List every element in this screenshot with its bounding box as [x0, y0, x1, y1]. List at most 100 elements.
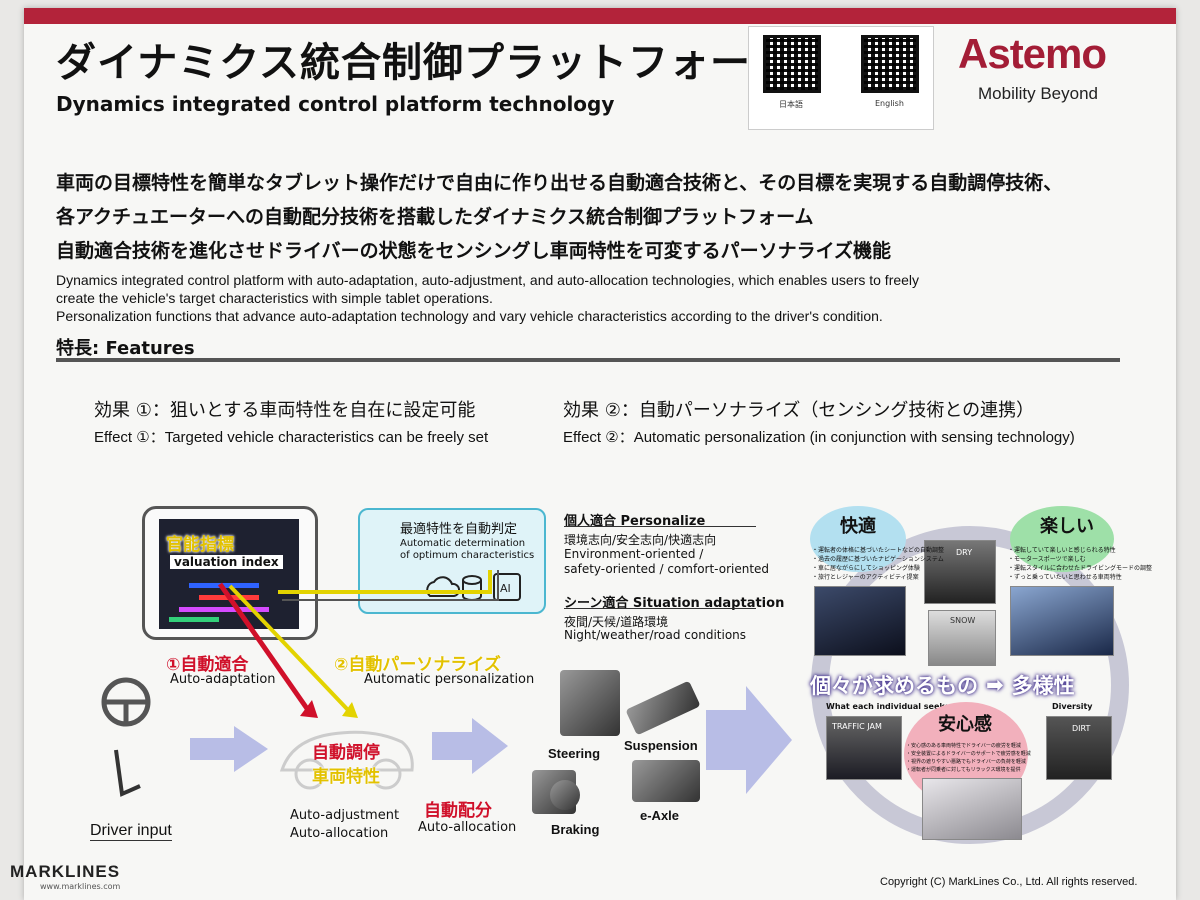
auto-personalization-ja: ②自動パーソナライズ [334, 655, 501, 675]
pedal-icon [114, 749, 141, 797]
effect-1-ja: 効果 ①：狙いとする車両特性を自在に設定可能 [94, 400, 476, 421]
fun-label: 楽しい [1040, 516, 1094, 537]
optimum-ja: 最適特性を自動判定 [400, 522, 518, 537]
auto-allocation-ja: 自動配分 [424, 801, 492, 821]
personalize-line-3: safety-oriented / comfort-oriented [564, 562, 770, 576]
tablet-illustration [142, 506, 318, 640]
baby-photo [922, 778, 1022, 840]
component-braking-label: Braking [551, 822, 600, 837]
tag-snow: SNOW [950, 616, 976, 625]
component-steering-label: Steering [548, 746, 601, 761]
tag-dirt: DIRT [1072, 724, 1091, 733]
fun-note: ・運転スタイルに合わせたドライビングモードの調整 [1008, 565, 1153, 572]
component-eaxle-label: e-Axle [640, 808, 680, 823]
safety-note: ・安心感のある車両特性でドライバーの疲労を軽減 [906, 743, 1021, 749]
personalize-rule [564, 526, 756, 527]
page-title-ja: ダイナミクス統合制御プラットフォーム技術 [56, 40, 873, 86]
optimum-en-1: Automatic determination [400, 538, 526, 549]
marklines-url[interactable]: www.marklines.com [40, 882, 121, 891]
headline-individual-ja: 個々が求めるもの [810, 674, 978, 698]
driver-input-label: Driver input [90, 822, 172, 841]
flow-lines [217, 570, 499, 718]
personalize-heading: 個人適合 Personalize [564, 514, 706, 529]
brand-logo: Astemo [958, 30, 1107, 77]
headline-diversity-ja: 多様性 [1011, 674, 1075, 698]
safety-note: ・安全装置によるドライバーのサポートで疲労感を軽減 [906, 751, 1031, 757]
auto-adaptation-ja: ①自動適合 [166, 650, 249, 675]
sports-car-photo [1010, 586, 1114, 656]
description-ja-line-1: 車両の目標特性を簡単なタブレット操作だけで自由に作り出せる自動適合技術と、その目… [56, 172, 1063, 194]
tag-dry: DRY [956, 548, 973, 557]
comfort-notes: ・運転者の体格に基づいたシートなどの自動調整 ・過去の履歴に基づいたナビゲーショ… [812, 546, 944, 582]
comfort-circle: 快適 [810, 506, 906, 572]
svg-text:AI: AI [500, 582, 511, 595]
brake-disc-image [550, 780, 580, 810]
fun-notes: ・運転していて楽しいと感じられる特性 ・モータースポーツで楽しむ ・運転スタイル… [1008, 546, 1152, 582]
situation-line-2: Night/weather/road conditions [564, 628, 747, 642]
fun-note: ・ずっと乗っていたいと思わせる車両特性 [1008, 574, 1122, 581]
effect-2-ja: 効果 ②：自動パーソナライズ（センシング技術との連携） [563, 400, 1035, 421]
auto-allocation-en-1: Auto-allocation [290, 826, 389, 841]
description-en-line-3: Personalization functions that advance a… [56, 308, 883, 324]
features-divider [56, 358, 1120, 362]
description-ja-line-3: 自動適合技術を進化させドライバーの状態をセンシングし車両特性を可変するパーソナラ… [56, 240, 892, 262]
safety-notes: ・安心感のある車両特性でドライバーの疲労を軽減 ・安全装置によるドライバーのサポ… [906, 742, 1031, 774]
steering-component-image [560, 670, 620, 736]
effect-1-en: Effect ①：Targeted vehicle characteristic… [94, 429, 489, 446]
description-ja-line-2: 各アクチュエーターへの自動配分技術を搭載したダイナミクス統合制御プラットフォーム [56, 206, 814, 228]
qr-code-english-icon[interactable] [861, 35, 919, 93]
personalize-line-2: Environment-oriented / [564, 547, 704, 561]
page-title-en: Dynamics integrated control platform tec… [56, 92, 615, 116]
situation-rule [564, 608, 756, 609]
auto-personalization-en: Automatic personalization [364, 672, 535, 687]
situation-line-1: 夜間/天候/道路環境 [564, 615, 669, 629]
situation-heading: シーン適合 Situation adaptation [564, 596, 785, 611]
traffic-jam-photo [826, 716, 902, 780]
comfort-photo [814, 586, 906, 656]
auto-adjustment-ja: 自動調停 [312, 743, 380, 763]
brand-tagline: Mobility Beyond [978, 84, 1099, 103]
copyright-text: Copyright (C) MarkLines Co., Ltd. All ri… [880, 876, 1138, 888]
auto-allocation-en-2: Auto-allocation [418, 820, 517, 835]
arrow-right-icon [432, 718, 508, 774]
qr-label-japanese: 日本語 [779, 100, 803, 109]
safety-label: 安心感 [938, 714, 992, 735]
arrow-right-icon [706, 686, 792, 794]
comfort-note: ・運転者の体格に基づいたシートなどの自動調整 [812, 547, 945, 554]
comfort-note: ・旅行とレジャーのアクティビティ提案 [812, 574, 919, 581]
diversity-en-label: Diversity [1052, 702, 1093, 711]
steering-wheel-icon [101, 677, 151, 727]
qr-code-japanese-icon[interactable] [763, 35, 821, 93]
dry-road-photo [924, 540, 996, 604]
diversity-headline: 個々が求めるもの ➡ 多様性 [810, 670, 1132, 700]
marklines-logo: MARKLINES [10, 862, 121, 881]
comfort-note: ・車に居ながらにしてショッピング体験 [812, 565, 920, 572]
auto-adjustment-en: Auto-adjustment [290, 808, 400, 823]
dirt-road-photo [1046, 716, 1112, 780]
personalize-line-1: 環境志向/安全志向/快適志向 [564, 533, 717, 547]
safety-note: ・運転者が同乗者に対してもリラックス環境を提供 [906, 767, 1021, 773]
what-each-label: What each individual seeks [826, 702, 950, 711]
eval-index-ja: 官能指標 [166, 535, 234, 555]
optimum-en-2: of optimum characteristics [400, 550, 535, 561]
vehicle-characteristics-ja: 車両特性 [312, 767, 380, 787]
comfort-note: ・過去の履歴に基づいたナビゲーションシステム [812, 556, 944, 563]
fun-note: ・モータースポーツで楽しむ [1008, 556, 1086, 563]
tag-traffic-jam: TRAFFIC JAM [832, 722, 882, 731]
fun-circle: 楽しい [1010, 506, 1114, 572]
qr-label-english: English [875, 99, 904, 108]
eval-index-en: valuation index [170, 555, 283, 569]
tablet-screen [159, 519, 299, 629]
safety-note: ・視界の遮りやすい悪路でもドライバーの負荷を軽減 [906, 759, 1026, 765]
fun-note: ・運転していて楽しいと感じられる特性 [1008, 547, 1116, 554]
comfort-label: 快適 [840, 516, 876, 537]
effect-2-en: Effect ②：Automatic personalization (in c… [563, 429, 1075, 446]
qr-code-panel: 日本語 English [748, 26, 934, 130]
vehicle-wireframe-icon [279, 730, 414, 790]
auto-adaptation-en: Auto-adaptation [170, 672, 276, 687]
arrow-right-icon [190, 726, 268, 772]
description-en-line-1: Dynamics integrated control platform wit… [56, 272, 920, 288]
description-en-line-2: create the vehicle's target characterist… [56, 290, 493, 306]
snow-road-photo [928, 610, 996, 666]
features-heading: 特長: Features [56, 338, 195, 359]
